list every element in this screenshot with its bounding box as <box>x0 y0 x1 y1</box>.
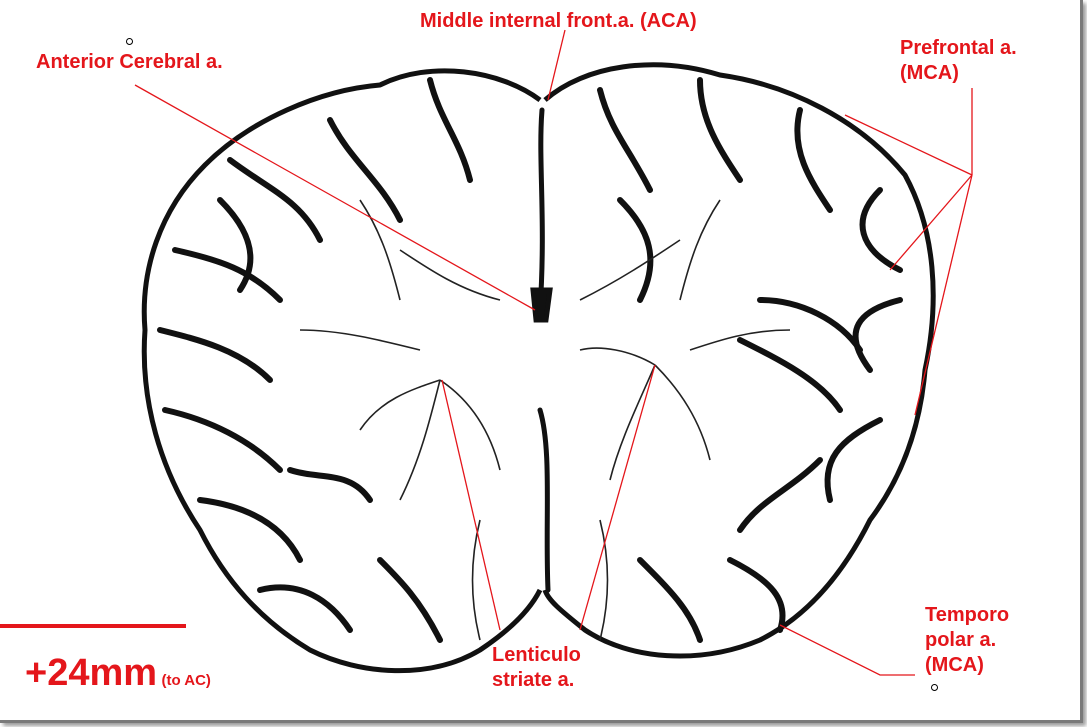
label-lenticulo-line1: Lenticulo <box>492 644 581 666</box>
label-temporo-polar: Temporo polar a. (MCA) <box>925 603 1009 678</box>
right-gyri <box>597 77 903 643</box>
midline-ventricle <box>530 107 553 593</box>
leader-prefrontal-3 <box>914 174 973 416</box>
leader-anterior-cerebral <box>134 84 536 311</box>
label-prefrontal-line2: (MCA) <box>900 62 959 84</box>
label-temporo-line2: polar a. <box>925 629 997 651</box>
label-middle-internal: Middle internal front.a. (ACA) <box>420 10 697 32</box>
leader-middle-internal <box>547 29 566 101</box>
marker-ring-top <box>126 38 133 45</box>
label-temporo-line1: Temporo <box>925 604 1010 626</box>
vessel-branches <box>299 199 791 641</box>
scale-distance: +24mm <box>25 652 158 694</box>
left-gyri <box>157 77 473 643</box>
leader-prefrontal-2 <box>889 174 973 271</box>
label-prefrontal-line1: Prefrontal a. <box>900 37 1017 59</box>
marker-ring-bottom <box>931 684 938 691</box>
annotation-lines <box>134 29 973 676</box>
label-lenticulo-line2: striate a. <box>492 669 575 691</box>
leader-prefrontal-1 <box>844 114 973 176</box>
leader-temporo <box>779 624 915 676</box>
label-lenticulo-striate: Lenticulo striate a. <box>492 643 581 693</box>
scale-label: +24mm (to AC) <box>25 650 211 698</box>
label-temporo-line3: (MCA) <box>925 654 984 676</box>
label-anterior-cerebral: Anterior Cerebral a. <box>36 51 223 73</box>
scale-reference: (to AC) <box>161 672 211 689</box>
leader-lenticulo-2 <box>579 364 656 631</box>
label-prefrontal: Prefrontal a. (MCA) <box>900 36 1017 86</box>
leader-lenticulo-1 <box>441 379 501 631</box>
brain-outline <box>141 62 936 674</box>
